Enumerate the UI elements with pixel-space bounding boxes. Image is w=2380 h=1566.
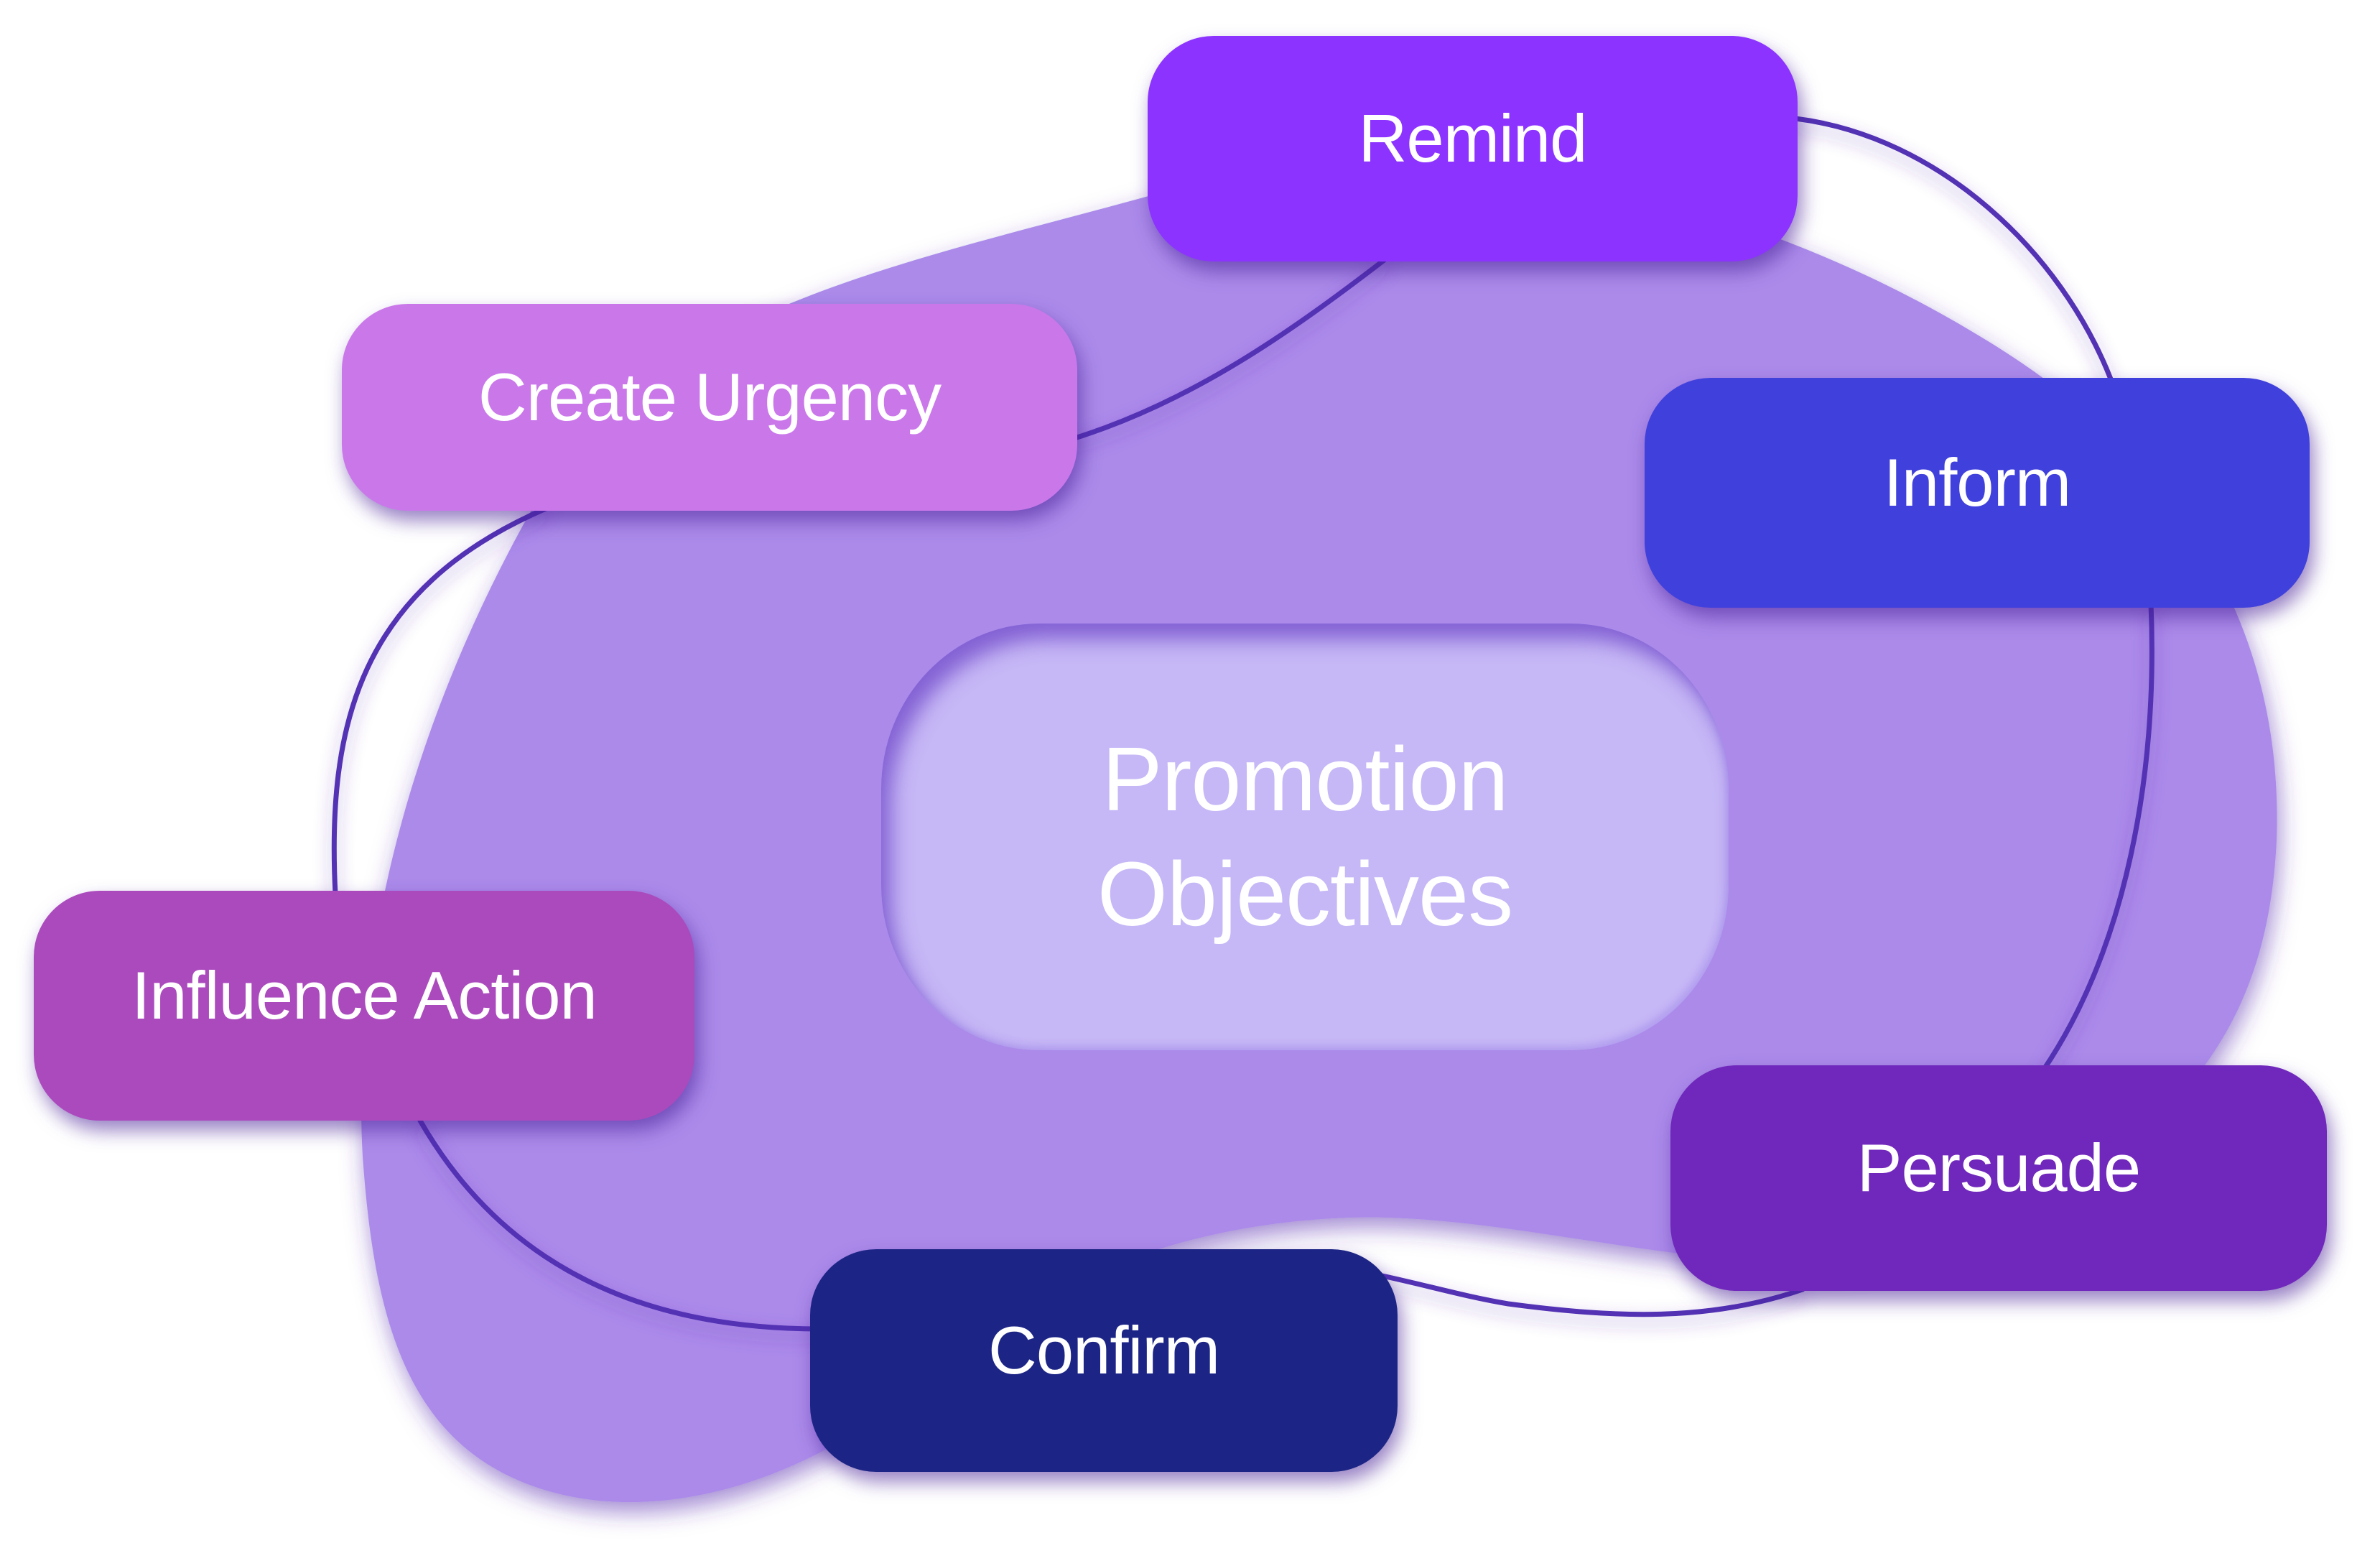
center-title-line-1: Promotion bbox=[1102, 728, 1508, 830]
center-objectives-box: Promotion Objectives bbox=[881, 624, 1729, 1050]
connector-urgency-remind bbox=[1067, 256, 1389, 443]
node-inform-label: Inform bbox=[1883, 445, 2071, 520]
node-inform: Inform bbox=[1645, 378, 2310, 608]
connector-remind-inform bbox=[1793, 116, 2114, 384]
node-create-urgency: Create Urgency bbox=[342, 304, 1077, 511]
center-title-line-2: Objectives bbox=[1097, 843, 1513, 945]
node-persuade: Persuade bbox=[1670, 1065, 2327, 1291]
node-create-urgency-label: Create Urgency bbox=[478, 359, 942, 435]
connector-influence-urgency bbox=[331, 506, 549, 897]
node-persuade-label: Persuade bbox=[1856, 1130, 2141, 1205]
node-remind: Remind bbox=[1148, 36, 1798, 261]
connector-confirm-influence bbox=[417, 1118, 822, 1332]
node-confirm-label: Confirm bbox=[987, 1312, 1220, 1388]
connector-inform-persuade bbox=[2040, 601, 2154, 1073]
node-remind-label: Remind bbox=[1358, 101, 1588, 176]
node-influence-action: Influence Action bbox=[34, 891, 694, 1121]
connector-persuade-confirm bbox=[1376, 1272, 1805, 1317]
node-confirm: Confirm bbox=[810, 1249, 1398, 1472]
connectors bbox=[331, 116, 2154, 1332]
node-influence-action-label: Influence Action bbox=[131, 958, 598, 1033]
